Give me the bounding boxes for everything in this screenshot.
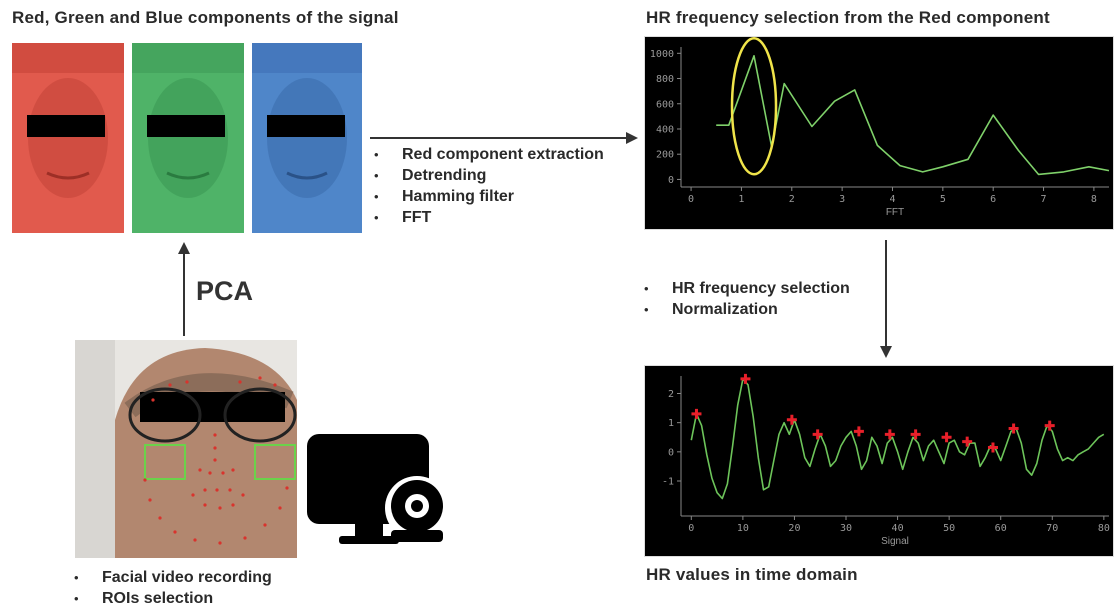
peak-marker bbox=[962, 436, 973, 447]
fft-panel-title: HR frequency selection from the Red comp… bbox=[646, 8, 1050, 27]
x-tick-label: 0 bbox=[688, 523, 694, 534]
x-tick-label: 0 bbox=[688, 194, 694, 205]
green-component-image bbox=[132, 43, 244, 233]
step-item: ROIs selection bbox=[72, 588, 272, 609]
arrow-pca bbox=[178, 242, 190, 336]
series-line bbox=[690, 378, 1105, 500]
processing-steps-list: Red component extraction Detrending Hamm… bbox=[372, 144, 604, 228]
step-item: HR frequency selection bbox=[642, 278, 850, 299]
peak-marker bbox=[910, 429, 921, 440]
y-tick-label: 2 bbox=[668, 389, 674, 400]
peak-marker bbox=[987, 442, 998, 453]
step-item: Normalization bbox=[642, 299, 850, 320]
peak-marker bbox=[812, 429, 823, 440]
x-tick-label: 3 bbox=[839, 194, 845, 205]
peak-marker bbox=[884, 429, 895, 440]
y-tick-label: 600 bbox=[656, 99, 674, 110]
peak-marker bbox=[1008, 423, 1019, 434]
rgb-panel-title: Red, Green and Blue components of the si… bbox=[12, 8, 399, 27]
red-component-image bbox=[12, 43, 124, 233]
x-axis-label: FFT bbox=[886, 207, 904, 218]
x-tick-label: 4 bbox=[889, 194, 895, 205]
y-tick-label: 0 bbox=[668, 447, 674, 458]
peak-marker bbox=[786, 414, 797, 425]
peak-marker bbox=[740, 373, 751, 384]
y-tick-label: 800 bbox=[656, 74, 674, 85]
x-tick-label: 50 bbox=[943, 523, 955, 534]
monitor-webcam-icon bbox=[307, 434, 449, 544]
x-tick-label: 60 bbox=[995, 523, 1007, 534]
y-tick-label: 1 bbox=[668, 418, 674, 429]
arrow-to-time bbox=[880, 240, 892, 358]
step-item: Hamming filter bbox=[372, 186, 604, 207]
arrow-to-fft bbox=[370, 132, 638, 144]
y-tick-label: -1 bbox=[662, 477, 674, 488]
peak-marker bbox=[1044, 420, 1055, 431]
x-tick-label: 40 bbox=[892, 523, 904, 534]
face-roi-image bbox=[75, 340, 297, 558]
y-tick-label: 400 bbox=[656, 124, 674, 135]
recording-steps-list: Facial video recording ROIs selection bbox=[72, 567, 272, 609]
x-tick-label: 70 bbox=[1046, 523, 1058, 534]
peak-marker bbox=[941, 432, 952, 443]
y-tick-label: 200 bbox=[656, 150, 674, 161]
y-tick-label: 1000 bbox=[650, 49, 674, 60]
step-item: FFT bbox=[372, 207, 604, 228]
pca-label: PCA bbox=[196, 276, 254, 306]
step-item: Red component extraction bbox=[372, 144, 604, 165]
step-item: Detrending bbox=[372, 165, 604, 186]
step-item: Facial video recording bbox=[72, 567, 272, 588]
x-axis-label: Signal bbox=[881, 536, 909, 547]
x-tick-label: 20 bbox=[788, 523, 800, 534]
x-tick-label: 6 bbox=[990, 194, 996, 205]
x-tick-label: 8 bbox=[1091, 194, 1097, 205]
y-tick-label: 0 bbox=[668, 175, 674, 186]
time-panel-title: HR values in time domain bbox=[646, 565, 858, 584]
x-tick-label: 2 bbox=[789, 194, 795, 205]
x-tick-label: 80 bbox=[1098, 523, 1110, 534]
peak-marker bbox=[853, 426, 864, 437]
x-tick-label: 10 bbox=[737, 523, 749, 534]
x-tick-label: 30 bbox=[840, 523, 852, 534]
x-tick-label: 5 bbox=[940, 194, 946, 205]
blue-component-image bbox=[252, 43, 362, 233]
peak-marker bbox=[691, 408, 702, 419]
highlight-ellipse bbox=[730, 37, 778, 176]
x-tick-label: 7 bbox=[1041, 194, 1047, 205]
selection-steps-list: HR frequency selection Normalization bbox=[642, 278, 850, 320]
x-tick-label: 1 bbox=[738, 194, 744, 205]
